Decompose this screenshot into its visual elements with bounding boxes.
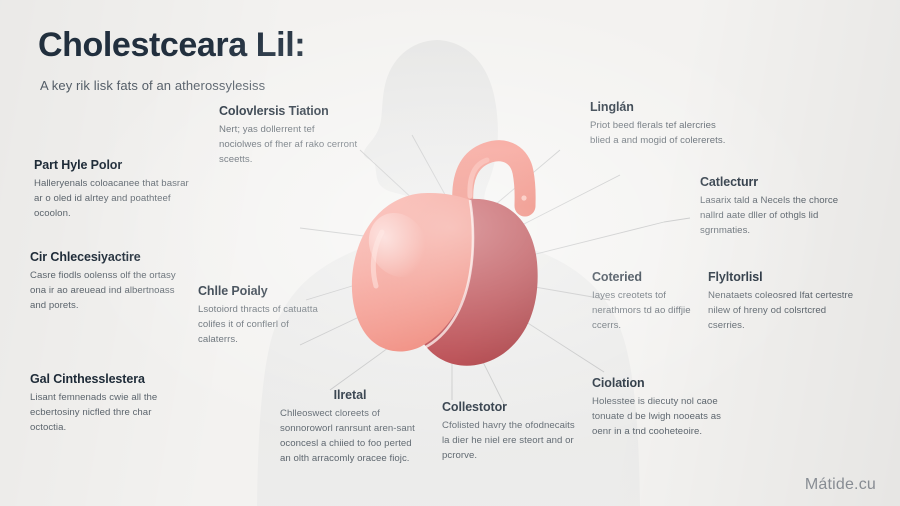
page-subtitle: A key rik lisk fats of an atherossylesis… (40, 78, 266, 93)
callout-body: Halleryenals coloacanee that basrar ar o… (34, 178, 189, 219)
callout-heading: Linglán (590, 100, 634, 114)
callout-collestotor: Collestotor Cfolisted havry the ofodneca… (442, 400, 580, 464)
callout-body: Iayes creotets tof nerathmors td ao diff… (592, 290, 691, 331)
callout-catlecturr: Catlecturr Lasarix tald a Necels the cho… (700, 175, 858, 239)
heart-illustration (351, 140, 538, 366)
callout-body: Holesstee is diecuty nol caoe tonuate d … (592, 396, 721, 437)
callout-body: Lisant femnenads cwie all the ecbertosin… (30, 392, 158, 433)
callout-body: Cfolisted havry the ofodnecaits la dier … (442, 420, 575, 461)
callout-colovlersis-tiation: Colovlersis Tiation Nert; yas dollerrent… (219, 104, 359, 168)
watermark: Mátide.cu (804, 476, 876, 493)
callout-body: Nenataets coleosred lfat certestre nilew… (708, 290, 854, 331)
callout-ilretal: Ilretal Chlleoswect cloreets of sonnorow… (280, 388, 420, 466)
callout-heading: Colovlersis Tiation (219, 104, 329, 118)
callout-heading: Gal Cinthesslestera (30, 372, 145, 386)
callout-body: Priot beed flerals tef alercries blied a… (590, 120, 726, 146)
callout-coteried: Coteried Iayes creotets tof nerathmors t… (592, 270, 702, 334)
callout-heading: Cir Chlecesiyactire (30, 250, 141, 264)
callout-heading: Ilretal (333, 388, 367, 402)
callout-chlle-poialy: Chlle Poialy Lsotoiord thracts of catuat… (198, 284, 326, 348)
callout-ciolation: Ciolation Holesstee is diecuty nol caoe … (592, 376, 738, 440)
callout-body: Lsotoiord thracts of catuatta colifes it… (198, 304, 318, 345)
callout-heading: Chlle Poialy (198, 284, 268, 298)
callout-cir-chlecesiyactire: Cir Chlecesiyactire Casre fiodls oolenss… (30, 250, 190, 314)
callout-part-hyle-polor: Part Hyle Polor Halleryenals coloacanee … (34, 158, 194, 222)
callout-flyltorlisl: Flyltorlisl Nenataets coleosred lfat cer… (708, 270, 858, 334)
callout-linglan: Linglán Priot beed flerals tef alercries… (590, 100, 730, 149)
callout-heading: Catlecturr (700, 175, 759, 189)
page-title: Cholestceara Lil: (38, 26, 306, 64)
callout-heading: Ciolation (592, 376, 645, 390)
callout-gal-cinthesslestera: Gal Cinthesslestera Lisant femnenads cwi… (30, 372, 188, 436)
callout-body: Lasarix tald a Necels the chorce nallrd … (700, 195, 839, 236)
callout-heading: Collestotor (442, 400, 507, 414)
callout-body: Chlleoswect cloreets of sonnoroworl ranr… (280, 408, 415, 464)
callout-body: Casre fiodls oolenss olf the ortasy ona … (30, 270, 176, 311)
callout-heading: Flyltorlisl (708, 270, 763, 284)
callout-body: Nert; yas dollerrent tef nociolwes of fh… (219, 124, 358, 165)
callout-heading: Part Hyle Polor (34, 158, 123, 172)
callout-heading: Coteried (592, 270, 642, 284)
